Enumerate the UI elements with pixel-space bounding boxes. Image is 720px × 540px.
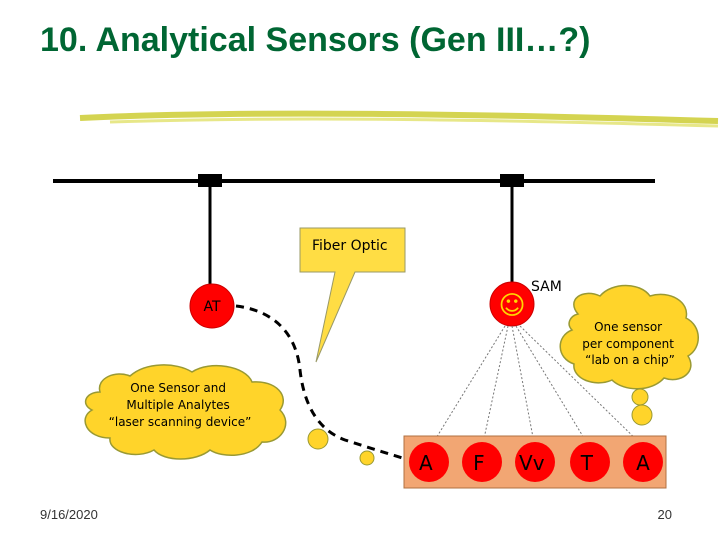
at-label: AT <box>203 299 220 315</box>
sam-node: ☺ <box>489 281 535 327</box>
title-underline <box>79 110 719 128</box>
chip-cell-1 <box>409 442 449 482</box>
bus-connector-left <box>198 174 222 187</box>
svg-text:A F Vv T: A F Vv T A <box>419 451 650 475</box>
thought-bubble-right: One sensor per component “lab on a chip” <box>559 284 699 426</box>
chip-strip: A F Vv T A <box>403 435 667 489</box>
chip-cell-3 <box>515 442 555 482</box>
fiber-optic-callout: Fiber Optic <box>299 227 406 363</box>
slide-date: 9/16/2020 <box>40 507 98 522</box>
thought-bubble-left: One Sensor and Multiple Analytes “laser … <box>84 364 375 466</box>
chip-cell-2 <box>462 442 502 482</box>
page-title: 10. Analytical Sensors (Gen III…?) <box>40 21 591 59</box>
chip-cell-5 <box>623 442 663 482</box>
chip-label-2: F <box>473 451 485 475</box>
bus-connector-right <box>500 174 524 187</box>
at-node: AT <box>189 283 235 329</box>
fan-lines <box>429 325 646 449</box>
thought-right-line-1: One sensor <box>594 320 662 334</box>
fiber-dashed-path <box>235 304 417 464</box>
svg-text:One sensor per component: One sensor per component “lab on a chip” <box>582 320 677 367</box>
thought-left-line-2: Multiple Analytes <box>126 398 229 412</box>
thought-left-line-1: One Sensor and <box>130 381 226 395</box>
thought-left-line-3: “laser scanning device” <box>109 415 252 429</box>
thought-right-line-3: “lab on a chip” <box>585 353 675 367</box>
chip-label-5: A <box>636 451 650 475</box>
fiber-optic-label: Fiber Optic <box>312 238 388 254</box>
page-number: 20 <box>657 507 672 522</box>
svg-text:One Sensor and Multiple: One Sensor and Multiple Analytes “laser … <box>109 381 252 429</box>
smiley-icon: ☺ <box>498 291 525 321</box>
sam-label: SAM <box>531 279 562 295</box>
chip-cell-4 <box>570 442 610 482</box>
thought-right-line-2: per component <box>582 337 674 351</box>
chip-label-1: A <box>419 451 433 475</box>
chip-label-3: Vv <box>519 451 545 475</box>
chip-label-4: T <box>580 451 594 475</box>
